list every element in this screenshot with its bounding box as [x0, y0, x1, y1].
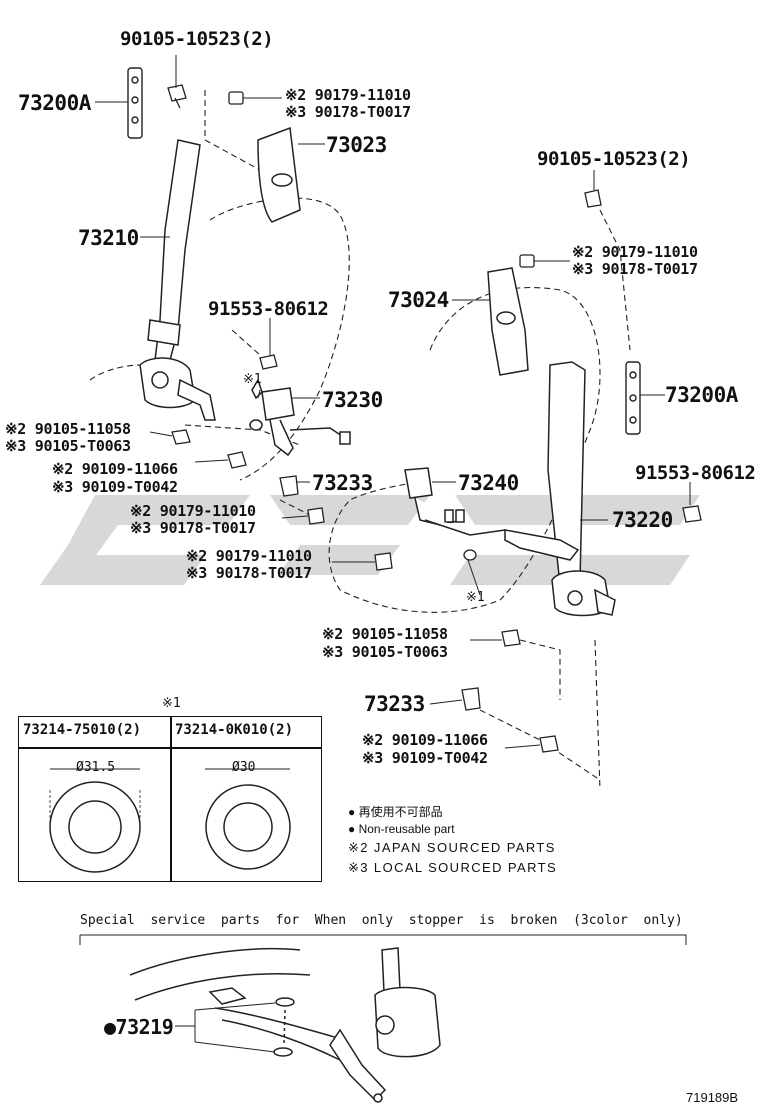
washer-73214-75010-drawing	[49, 768, 141, 873]
bolt-90109-11066-left	[227, 451, 247, 469]
label-ref1-right: ※1	[466, 590, 485, 605]
label-73233-right: 73233	[364, 692, 425, 716]
label-73023: 73023	[326, 133, 387, 157]
label-bolt1-japan: ※2 90105-11058	[5, 420, 131, 438]
nut-right-top	[519, 254, 535, 268]
washer-73214-left	[249, 419, 263, 431]
label-bolt1-local: ※3 90105-T0063	[5, 437, 131, 455]
pillar-cover-73024	[487, 267, 529, 376]
bolt-90105-10523-left	[167, 84, 187, 102]
table-col2-header: 73214-0K010(2)	[175, 722, 294, 738]
label-nut-local: ※3 90178-T0017	[285, 103, 411, 121]
label-73200A-right: 73200A	[665, 383, 738, 407]
label-73210: 73210	[78, 226, 139, 250]
special-section-bracket	[79, 934, 687, 945]
label-right-nut-local: ※3 90178-T0017	[572, 260, 698, 278]
seat-outline-right	[328, 286, 601, 613]
table-marker: ※1	[162, 696, 181, 711]
anchor-73200A-left	[127, 67, 143, 139]
label-nut3-local: ※3 90178-T0017	[186, 564, 312, 582]
table-col1-header: 73214-75010(2)	[23, 722, 142, 738]
label-73240: 73240	[458, 471, 519, 495]
legend-local-sourced: ※3 LOCAL SOURCED PARTS	[348, 860, 558, 875]
label-73219: ●73219	[104, 1015, 174, 1039]
belt-73220	[504, 361, 616, 617]
clip-73233-right	[461, 687, 481, 711]
washer-73214-0K010-drawing	[205, 768, 291, 870]
label-nut2-local: ※3 90178-T0017	[130, 519, 256, 537]
label-rbolt2-japan: ※2 90109-11066	[362, 731, 488, 749]
bolt-90105-11058-right	[501, 629, 521, 647]
legend-non-reusable-en: ● Non-reusable part	[348, 822, 455, 836]
label-bolt2-japan: ※2 90109-11066	[52, 460, 178, 478]
label-right-nut-japan: ※2 90179-11010	[572, 243, 698, 261]
clip-73233-left	[279, 475, 299, 497]
bolt-90109-11066-right	[539, 735, 559, 753]
label-nut-japan: ※2 90179-11010	[285, 86, 411, 104]
label-73024: 73024	[388, 288, 449, 312]
buckle-73240	[404, 467, 506, 536]
label-73230: 73230	[322, 388, 383, 412]
label-73233-left: 73233	[312, 471, 373, 495]
label-ref1-left: ※1	[243, 372, 262, 387]
buckle-73230	[249, 378, 351, 457]
label-nut3-japan: ※2 90179-11010	[186, 547, 312, 565]
bolt-90105-11058-left	[171, 429, 191, 445]
table-divider-v	[170, 717, 172, 881]
watermark-logo	[40, 495, 700, 585]
stopper-73219-lower	[273, 1047, 293, 1057]
washer-73214-right	[463, 549, 477, 561]
label-rbolt-local: ※3 90105-T0063	[322, 643, 448, 661]
label-91553-left: 91553-80612	[208, 298, 329, 320]
label-right-top-bolt: 90105-10523(2)	[537, 148, 691, 170]
bolt-91553-right	[682, 505, 702, 523]
legend-japan-sourced: ※2 JAPAN SOURCED PARTS	[348, 840, 556, 855]
label-rbolt-japan: ※2 90105-11058	[322, 625, 448, 643]
table-divider-h	[19, 747, 321, 749]
label-73220: 73220	[612, 508, 673, 532]
table-col2-dim: Ø30	[232, 760, 256, 775]
nut-left-top	[228, 91, 244, 105]
washer-table: 73214-75010(2) 73214-0K010(2)	[18, 716, 322, 882]
figure-code: 719189B	[686, 1090, 739, 1105]
bolt-90105-10523-right	[584, 189, 602, 208]
legend-non-reusable-jp: ● 再使用不可部品	[348, 805, 443, 819]
nut-left-2	[307, 507, 325, 525]
nut-left-3	[374, 552, 393, 571]
bolt-91553-left	[259, 354, 278, 370]
anchor-73200A-right	[625, 361, 641, 435]
stopper-73219-upper	[275, 997, 295, 1007]
label-top-bolt: 90105-10523(2)	[120, 28, 274, 50]
label-91553-right: 91553-80612	[635, 462, 756, 484]
stopper-detail-drawing	[129, 947, 441, 1103]
label-73200A-left: 73200A	[18, 91, 91, 115]
pillar-cover-73023	[257, 126, 301, 223]
table-col1-dim: Ø31.5	[76, 760, 116, 775]
label-bolt2-local: ※3 90109-T0042	[52, 478, 178, 496]
special-service-note: Special service parts for When only stop…	[80, 913, 683, 928]
label-nut2-japan: ※2 90179-11010	[130, 502, 256, 520]
label-rbolt2-local: ※3 90109-T0042	[362, 749, 488, 767]
